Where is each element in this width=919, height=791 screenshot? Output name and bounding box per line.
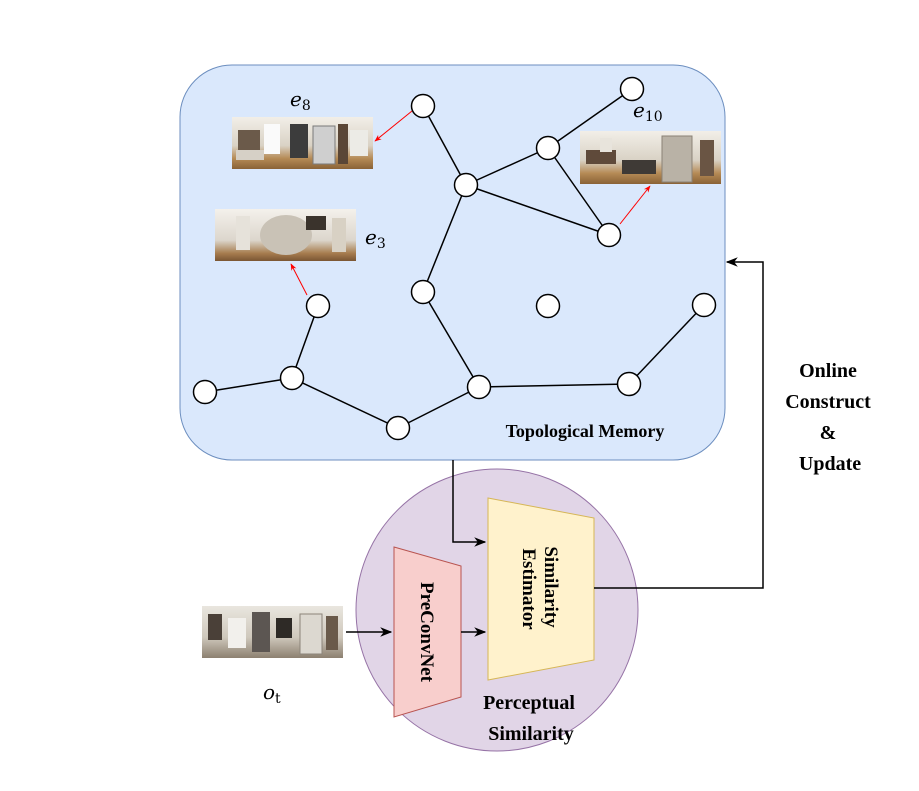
node-label-e8: e8 (290, 87, 311, 114)
graph-node (535, 135, 561, 161)
node-label-e10: e10 (633, 98, 663, 125)
graph-node (410, 279, 436, 305)
graph-edge (291, 377, 399, 429)
memory-link-e10 (619, 185, 651, 225)
graph-node (385, 415, 411, 441)
graph-node (305, 293, 331, 319)
memory-to-estimator-arrow (452, 460, 487, 547)
graph-edge (547, 147, 610, 236)
graph-edge (478, 383, 630, 388)
graph-edge (422, 105, 467, 186)
graph-edge (547, 88, 633, 149)
graph-edge (204, 377, 293, 393)
preconvnet-block (393, 546, 462, 718)
graph-node (691, 292, 717, 318)
graph-nodes (192, 76, 717, 441)
graph-node (619, 76, 645, 102)
graph-edge (422, 184, 467, 293)
similarity-estimator-label: Similarity Estimator (518, 546, 561, 631)
graph-node (192, 379, 218, 405)
graph-node (616, 371, 642, 397)
graph-edge (465, 184, 610, 236)
perceptual-similarity-title: Perceptual Similarity (483, 692, 579, 745)
graph-node (279, 365, 305, 391)
panorama-e8 (232, 117, 373, 169)
similarity-estimator-block (487, 497, 595, 681)
graph-edges (204, 88, 705, 429)
graph-edge (628, 304, 705, 385)
graph-node (453, 172, 479, 198)
graph-node (535, 293, 561, 319)
panorama-e3 (215, 209, 356, 261)
update-feedback-arrow (594, 257, 764, 589)
memory-link-e8 (374, 110, 413, 142)
graph-node (410, 93, 436, 119)
graph-node (466, 374, 492, 400)
online-update-label: Online Construct & Update (785, 360, 875, 475)
graph-edge (422, 291, 480, 388)
graph-edge (397, 386, 480, 429)
graph-edge (465, 147, 549, 186)
observation-panorama (202, 606, 343, 658)
observation-label: ot (263, 680, 281, 707)
graph-edge (291, 305, 319, 379)
node-label-e3: e3 (365, 225, 386, 252)
panorama-e10 (580, 131, 721, 184)
topological-memory-title: Topological Memory (506, 421, 665, 441)
graph-node (596, 222, 622, 248)
preconvnet-label: PreConvNet (416, 582, 437, 683)
memory-link-e3 (290, 263, 308, 296)
